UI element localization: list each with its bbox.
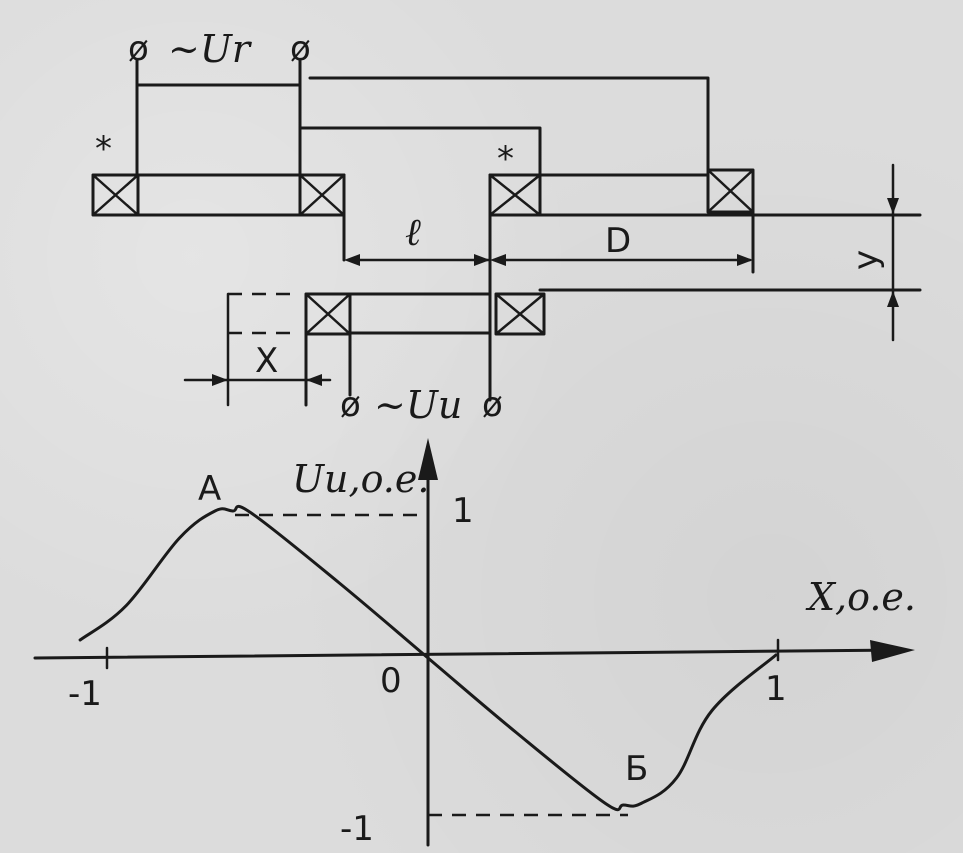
y-axis-arrow bbox=[418, 438, 438, 480]
x-tick-zero: 0 bbox=[380, 661, 402, 701]
coil-bottom-right bbox=[494, 292, 546, 336]
terminal-left-top: ø bbox=[128, 29, 149, 69]
characteristic-curve bbox=[78, 504, 778, 812]
x-tick-one: 1 bbox=[765, 669, 787, 709]
core-bottom bbox=[348, 292, 492, 335]
dimension-l-arrows bbox=[344, 254, 490, 266]
x-axis-label: X,o.e. bbox=[805, 575, 916, 619]
measuring-voltage-label: ~Uu bbox=[374, 383, 462, 427]
x-axis-arrow bbox=[870, 640, 915, 662]
coil-right bbox=[706, 168, 755, 214]
terminal-right-top: ø bbox=[290, 29, 311, 69]
dimension-x-label: X bbox=[255, 341, 278, 381]
terminal-bottom-right: ø bbox=[482, 385, 503, 425]
star-marker-right: * bbox=[497, 139, 514, 179]
lead-inner bbox=[298, 126, 542, 177]
star-marker-left: * bbox=[95, 129, 112, 169]
x-ticks bbox=[105, 638, 780, 670]
generator-voltage-label: ~Ur bbox=[168, 27, 253, 71]
y-tick-one: 1 bbox=[452, 491, 474, 531]
lead-bottom-left bbox=[304, 332, 352, 407]
core-top-right bbox=[538, 173, 922, 217]
x-tick-minus-one: -1 bbox=[68, 674, 102, 714]
core-top-left bbox=[136, 173, 302, 217]
lead-long bbox=[308, 76, 710, 172]
dimension-D-label: D bbox=[605, 221, 631, 261]
coil-mid-right bbox=[488, 173, 542, 217]
characteristic-chart: Uu,o.e. X,o.e. -1 0 1 1 -1 A Б bbox=[33, 438, 916, 849]
point-B-label: Б bbox=[625, 749, 648, 789]
terminal-bottom-left: ø bbox=[340, 385, 361, 425]
dimension-l-label: ℓ bbox=[405, 210, 421, 254]
point-A-label: A bbox=[198, 469, 221, 509]
dimension-y-label: y bbox=[846, 250, 886, 270]
y-tick-minus-one: -1 bbox=[340, 809, 374, 849]
coil-mid-left bbox=[298, 173, 346, 217]
y-axis-label: Uu,o.e. bbox=[292, 457, 429, 501]
x-axis bbox=[33, 648, 902, 660]
coil-bottom-left bbox=[304, 292, 352, 336]
coil-schematic: ø ø ~Ur * * bbox=[91, 27, 922, 427]
core-bottom-dashed bbox=[228, 292, 300, 335]
coil-left bbox=[91, 173, 140, 217]
